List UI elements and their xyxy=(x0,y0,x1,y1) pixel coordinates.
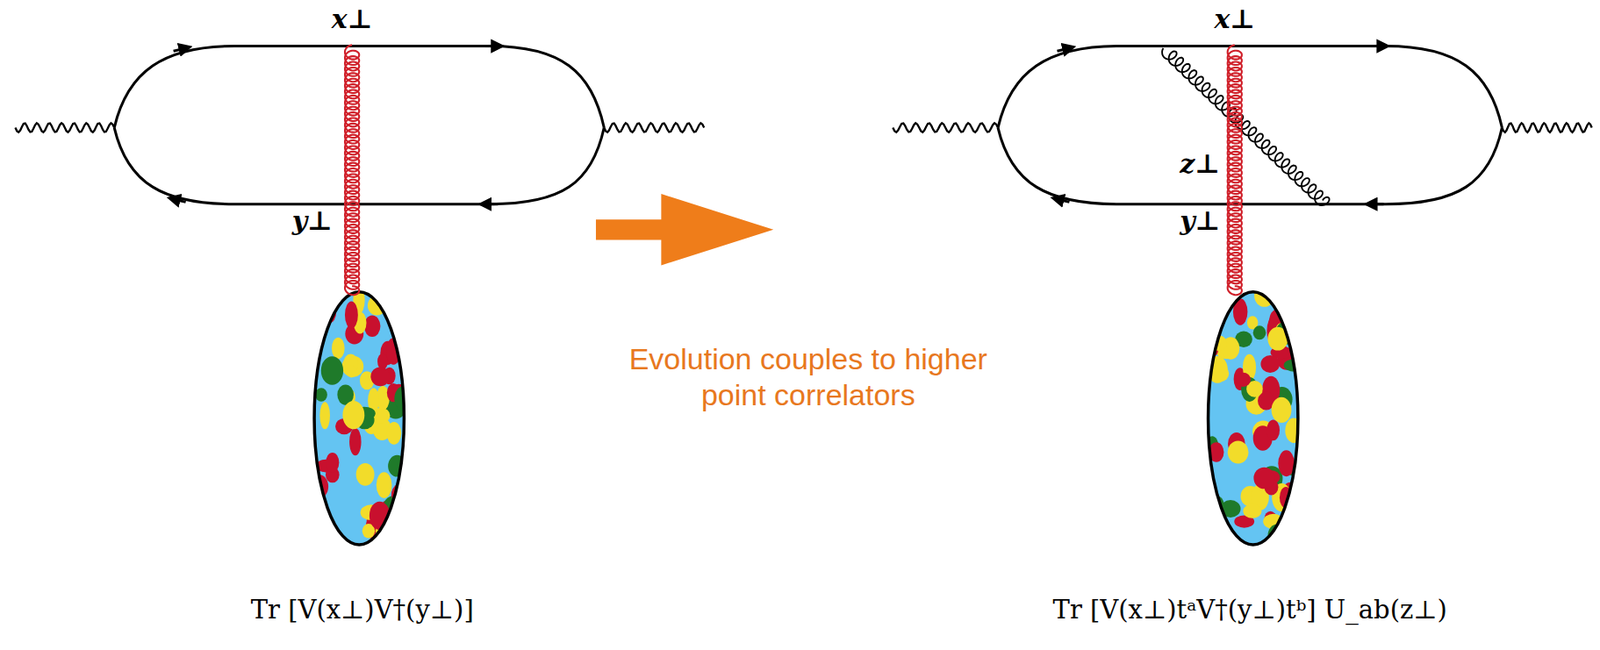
blob-parton xyxy=(344,301,359,330)
gluon-line xyxy=(1162,48,1329,206)
blob-texture xyxy=(1200,285,1306,547)
quark-arrow xyxy=(173,48,187,51)
quark-arrow xyxy=(1056,48,1070,51)
blob-parton xyxy=(390,286,410,309)
blob-parton xyxy=(1200,319,1216,332)
blob-parton xyxy=(307,516,322,533)
blob-parton xyxy=(388,296,404,315)
blob-parton xyxy=(1253,325,1267,340)
blob-parton xyxy=(1214,292,1226,319)
quark-arrow xyxy=(484,44,498,48)
formula-text: Tr [V(x⊥)tᵃV†(y⊥)tᵇ] U_ab(z⊥) xyxy=(1053,595,1448,625)
coordinate-label: z⊥ xyxy=(1179,148,1220,180)
blob-parton xyxy=(387,455,407,478)
blob-parton xyxy=(1253,467,1275,490)
blob-parton xyxy=(349,428,361,456)
blob-parton xyxy=(1242,504,1262,519)
blob-parton xyxy=(370,366,390,387)
quark-arrow xyxy=(173,199,187,202)
gluon-line xyxy=(1227,44,1242,295)
blob-parton xyxy=(331,337,345,359)
photon-line xyxy=(892,122,998,132)
blob-parton xyxy=(1227,440,1249,464)
blob-parton xyxy=(1266,419,1280,441)
blob-texture xyxy=(307,284,413,553)
target-blob xyxy=(314,292,404,546)
blob-parton xyxy=(346,365,358,378)
coordinate-label: y⊥ xyxy=(1179,205,1220,237)
blob-parton xyxy=(356,463,375,487)
blob-parton xyxy=(325,452,339,474)
blob-parton xyxy=(342,401,365,430)
coordinate-label: x⊥ xyxy=(1213,2,1256,34)
blob-outline xyxy=(314,292,404,546)
blob-parton xyxy=(376,472,393,499)
evolution-arrow xyxy=(595,193,774,266)
blob-parton xyxy=(1207,292,1220,316)
blob-parton xyxy=(1260,355,1280,374)
blob-parton xyxy=(388,513,404,531)
gluon-line xyxy=(344,44,359,295)
quark-arrow xyxy=(1370,202,1384,206)
blob-parton xyxy=(319,401,331,430)
target-blob xyxy=(1208,292,1299,546)
annotation-text: Evolution couples to higher point correl… xyxy=(602,341,1015,414)
blob-parton xyxy=(1271,397,1292,424)
blob-parton xyxy=(315,387,328,402)
quark-arrow xyxy=(1056,199,1070,202)
blob-parton xyxy=(1277,450,1295,477)
blob-parton xyxy=(1235,373,1251,388)
coordinate-label: y⊥ xyxy=(292,205,333,237)
blob-parton xyxy=(374,287,389,309)
quark-line xyxy=(997,46,1502,129)
blob-parton xyxy=(315,313,328,326)
blob-outline xyxy=(1208,292,1299,546)
blob-parton xyxy=(1288,298,1300,316)
blob-parton xyxy=(387,422,402,445)
quark-arrow xyxy=(1370,44,1384,48)
photon-line xyxy=(14,122,115,132)
photon-line xyxy=(1501,122,1592,132)
blob-parton xyxy=(364,315,381,338)
blob-parton xyxy=(1276,294,1296,313)
formula-text: Tr [V(x⊥)V†(y⊥)] xyxy=(251,595,474,625)
blob-parton xyxy=(1284,418,1303,444)
quark-arrow xyxy=(484,202,498,206)
photon-line xyxy=(603,122,704,132)
blob-parton xyxy=(321,356,344,386)
coordinate-label: x⊥ xyxy=(331,2,374,34)
blob-parton xyxy=(312,284,331,301)
